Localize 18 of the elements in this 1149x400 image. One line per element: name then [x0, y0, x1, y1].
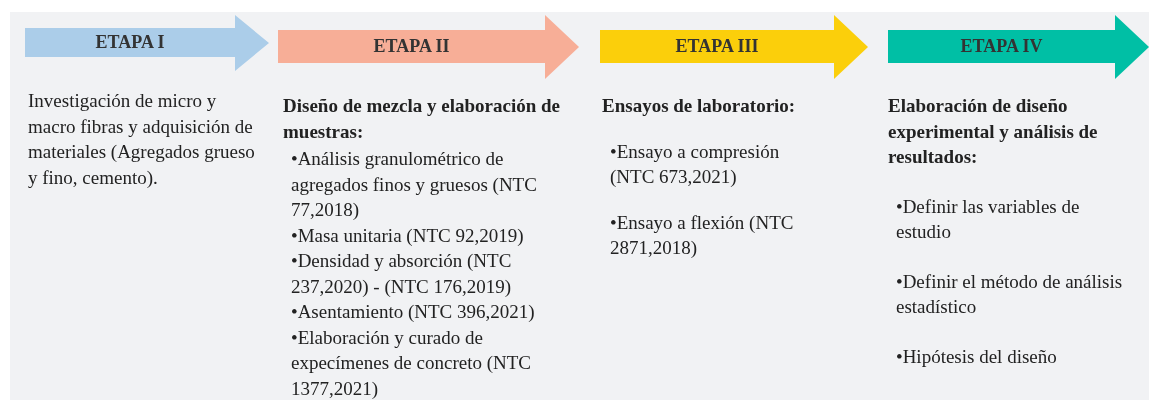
- stage-label: ETAPA III: [674, 35, 760, 57]
- stage-description: Investigación de micro y macro fibras y adquisición de materiales (Agregados grueso y fino, cemento).: [28, 89, 256, 190]
- bullet-item: •Masa unitaria (NTC 92,2019): [290, 223, 525, 248]
- bullet-item: •Hipótesis del diseño: [895, 344, 1058, 369]
- stage-heading: Diseño de mezcla y elaboración de muestras:: [283, 94, 562, 144]
- bullet-item: •Ensayo a compresión (NTC 673,2021): [609, 139, 781, 189]
- stage-heading: Elaboración de diseño experimental y análisis de resultados:: [888, 94, 1099, 169]
- stage-heading: Ensayos de laboratorio:: [602, 94, 797, 118]
- stage-label: ETAPA I: [94, 31, 166, 53]
- bullet-item: •Análisis granulométrico de agregados finos y gruesos (NTC 77,2018): [290, 147, 538, 222]
- bullet-item: •Elaboración y curado de expecímenes de concreto (NTC 1377,2021): [290, 325, 533, 400]
- bullet-item: •Densidad y absorción (NTC 237,2020) - (NTC 176,2019): [290, 249, 513, 299]
- bullet-item: •Ensayo a flexión (NTC 2871,2018): [609, 210, 795, 260]
- stage-label: ETAPA IV: [959, 35, 1044, 57]
- bullet-item: •Asentamiento (NTC 396,2021): [290, 300, 536, 324]
- bullet-item: •Definir las variables de estudio: [895, 194, 1081, 244]
- bullet-item: •Definir el método de análisis estadístico: [895, 269, 1124, 319]
- stage-label: ETAPA II: [372, 35, 451, 57]
